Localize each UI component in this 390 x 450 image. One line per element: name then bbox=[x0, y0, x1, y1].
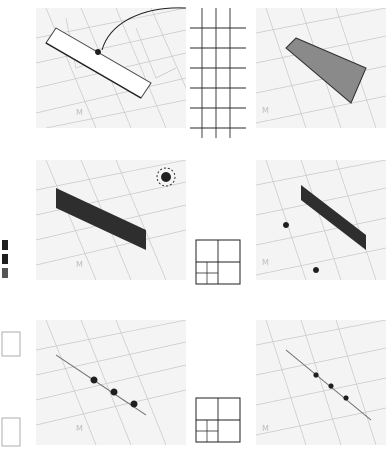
arrow-curve-icon bbox=[98, 4, 188, 56]
panel-mark: M bbox=[262, 258, 269, 267]
legend-icon bbox=[0, 238, 22, 280]
pin-icon bbox=[152, 166, 182, 192]
grid-icon bbox=[194, 396, 242, 444]
grid-icon bbox=[190, 8, 246, 138]
site-slab-dark bbox=[301, 185, 366, 250]
map-panel-4: M bbox=[256, 160, 386, 280]
street-map-axon-4 bbox=[256, 160, 386, 280]
grid-icon bbox=[194, 238, 242, 286]
map-panel-2: M bbox=[256, 8, 386, 128]
panel-mark: M bbox=[262, 106, 269, 115]
street-map-axon-5 bbox=[36, 320, 186, 445]
map-panel-5: M bbox=[36, 320, 186, 445]
map-panel-6: M bbox=[256, 320, 386, 445]
panel-mark: M bbox=[76, 424, 83, 433]
panel-mark: M bbox=[262, 424, 269, 433]
street-map-axon-2 bbox=[256, 8, 386, 128]
frame-lines bbox=[0, 330, 24, 448]
panel-mark: M bbox=[76, 260, 83, 269]
site-slab bbox=[286, 38, 366, 103]
street-map-axon-6 bbox=[256, 320, 386, 445]
site-slab-dark bbox=[56, 188, 146, 250]
panel-mark: M bbox=[76, 108, 83, 117]
